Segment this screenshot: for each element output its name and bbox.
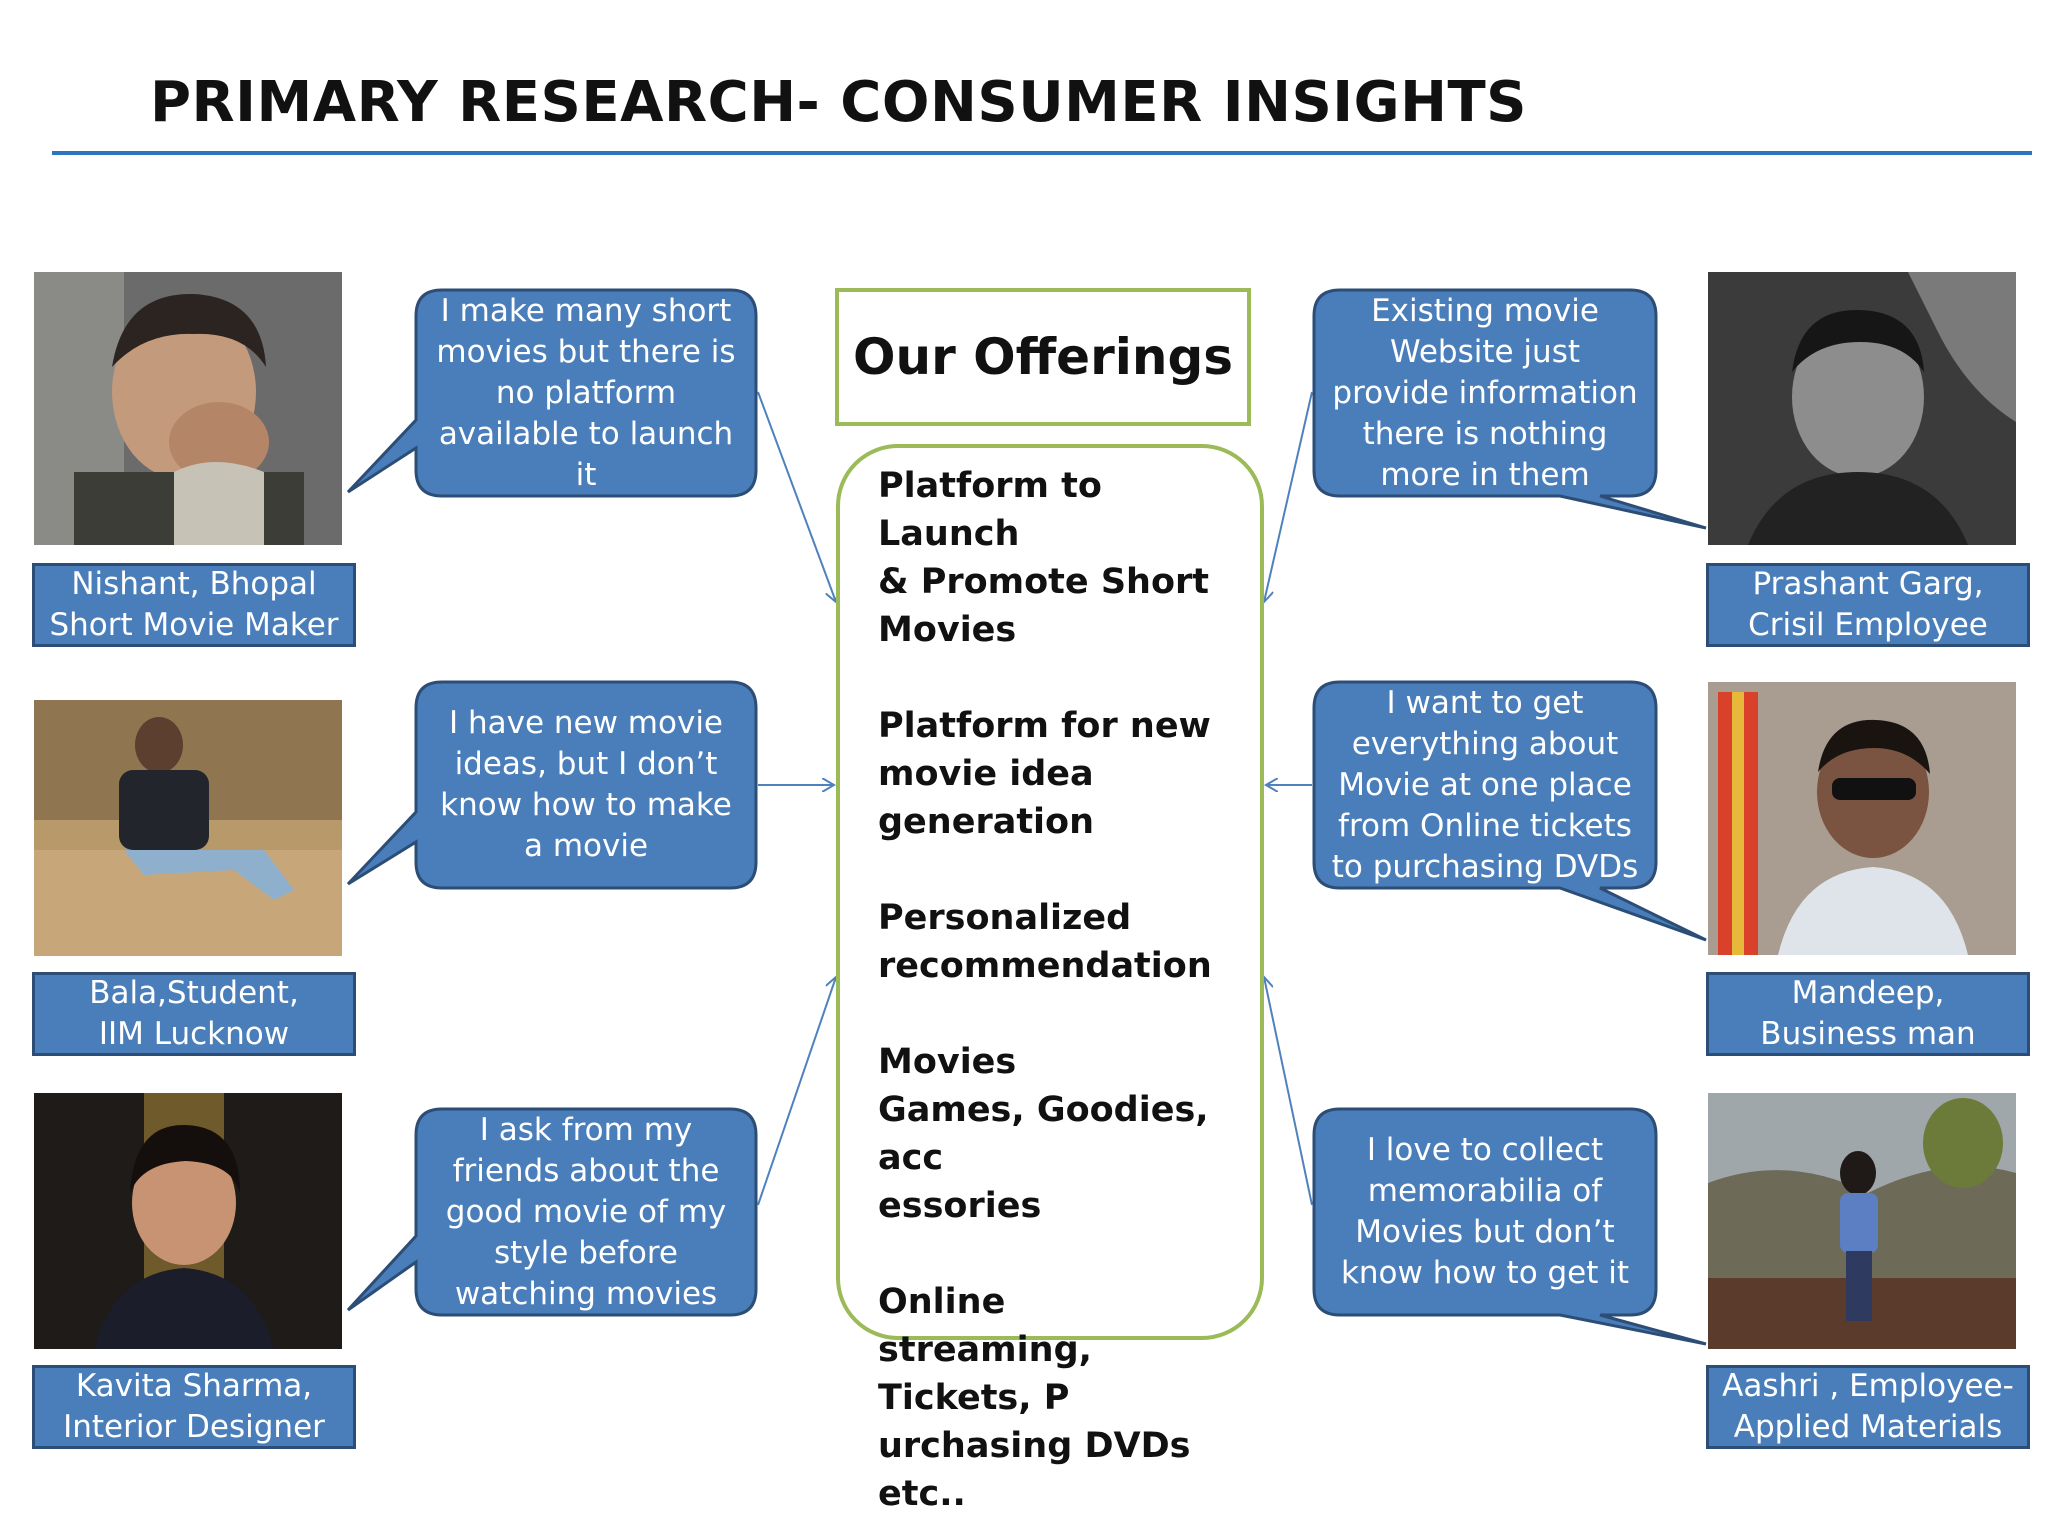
bubble-prashant <box>1312 288 1707 530</box>
name-line1: Bala,Student, <box>89 975 299 1011</box>
offerings-panel <box>836 444 1264 1340</box>
name-mandeep: Mandeep, Business man <box>1706 972 2030 1056</box>
offering-item: Online streaming, Tickets, P urchasing D… <box>878 1282 1191 1514</box>
name-bala: Bala,Student, IIM Lucknow <box>32 972 356 1056</box>
photo-bala <box>34 700 342 956</box>
offering-item: Platform for new movie idea generation <box>878 706 1211 842</box>
name-line2: Short Movie Maker <box>49 607 339 643</box>
arrow-nishant <box>757 391 836 602</box>
offering-item: Platform to Launch & Promote Short Movie… <box>878 466 1209 650</box>
photo-aashri <box>1708 1093 2016 1349</box>
offering-item: Personalized recommendation <box>878 898 1212 986</box>
offerings-list: Platform to Launch & Promote Short Movie… <box>878 462 1238 1536</box>
arrow-kavita <box>757 977 836 1206</box>
offerings-heading: Our Offerings <box>835 288 1251 426</box>
name-kavita: Kavita Sharma, Interior Designer <box>32 1365 356 1449</box>
bubble-nishant <box>346 288 758 498</box>
arrow-aashri <box>1264 977 1313 1206</box>
quote-prashant: Existing movie Website just provide info… <box>1332 292 1638 493</box>
name-line2: Crisil Employee <box>1748 607 1988 643</box>
quote-kavita: I ask from my friends about the good mov… <box>445 1111 727 1312</box>
quote-nishant: I make many short movies but there is no… <box>436 292 736 493</box>
name-line1: Prashant Garg, <box>1752 566 1984 602</box>
name-line1: Kavita Sharma, <box>75 1368 313 1404</box>
name-line1: Aashri , Employee- <box>1722 1368 2014 1404</box>
bubble-mandeep <box>1312 680 1707 942</box>
bubble-kavita <box>346 1107 758 1317</box>
quote-mandeep: I want to get everything about Movie at … <box>1331 684 1639 885</box>
photo-mandeep <box>1708 682 2016 955</box>
quote-bala: I have new movie ideas, but I don’t know… <box>440 705 732 864</box>
name-line2: IIM Lucknow <box>98 1016 290 1052</box>
slide-title: PRIMARY RESEARCH- CONSUMER INSIGHTS <box>150 70 1528 135</box>
arrow-prashant <box>1264 391 1313 602</box>
title-underline <box>52 151 2032 155</box>
photo-nishant <box>34 272 342 545</box>
name-line1: Mandeep, <box>1791 975 1945 1011</box>
bubble-aashri <box>1312 1107 1707 1346</box>
name-line2: Interior Designer <box>63 1409 325 1445</box>
offering-item: Movies Games, Goodies, acc essories <box>878 1042 1209 1226</box>
name-line2: Business man <box>1760 1016 1976 1052</box>
name-aashri: Aashri , Employee- Applied Materials <box>1706 1365 2030 1449</box>
photo-kavita <box>34 1093 342 1349</box>
name-line2: Applied Materials <box>1733 1409 2003 1445</box>
name-line1: Nishant, Bhopal <box>71 566 317 602</box>
bubble-bala <box>346 680 758 890</box>
photo-prashant <box>1708 272 2016 545</box>
name-nishant: Nishant, Bhopal Short Movie Maker <box>32 563 356 647</box>
quote-aashri: I love to collect memorabilia of Movies … <box>1340 1132 1630 1291</box>
name-prashant: Prashant Garg, Crisil Employee <box>1706 563 2030 647</box>
